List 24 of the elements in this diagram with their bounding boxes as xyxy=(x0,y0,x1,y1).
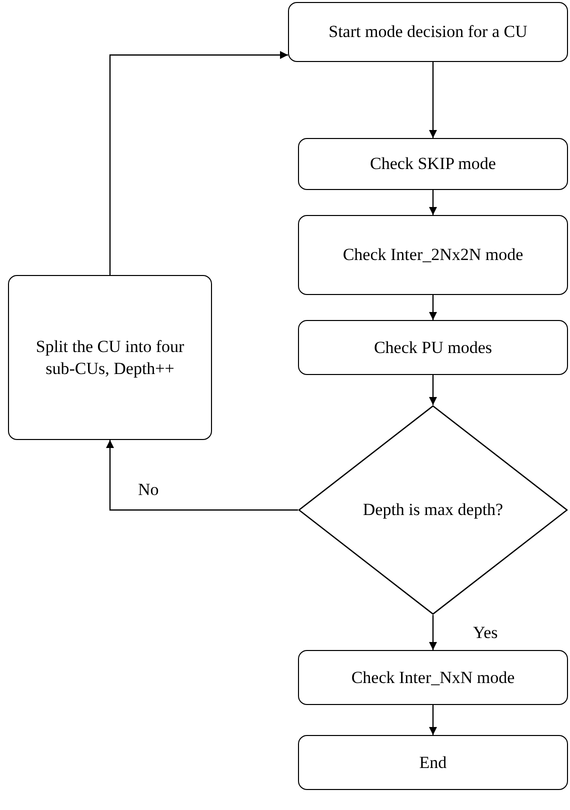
process-box xyxy=(298,138,568,190)
arrow xyxy=(429,190,437,215)
node-text: End xyxy=(418,752,448,774)
arrow xyxy=(429,62,437,138)
node-text: Check Inter_2Nx2N mode xyxy=(342,244,524,266)
process-box xyxy=(8,275,212,440)
arrow xyxy=(429,615,437,650)
end-box xyxy=(298,735,568,790)
node-text: Depth is max depth? xyxy=(362,499,504,521)
node-text: Split the CU into four sub-CUs, Depth++ xyxy=(34,336,186,379)
node-text: Start mode decision for a CU xyxy=(328,21,528,43)
node-text: Check PU modes xyxy=(372,336,494,358)
process-box xyxy=(298,320,568,375)
decision-diamond xyxy=(298,405,568,615)
arrow xyxy=(106,440,298,511)
process-box xyxy=(298,215,568,295)
arrow xyxy=(429,295,437,320)
process-box xyxy=(298,650,568,705)
arrow xyxy=(109,51,288,275)
node-text: Check Inter_NxN mode xyxy=(350,666,516,688)
node-text: Check SKIP mode xyxy=(369,153,497,175)
arrow xyxy=(429,375,437,405)
process-box xyxy=(288,2,568,62)
arrow xyxy=(429,705,437,735)
